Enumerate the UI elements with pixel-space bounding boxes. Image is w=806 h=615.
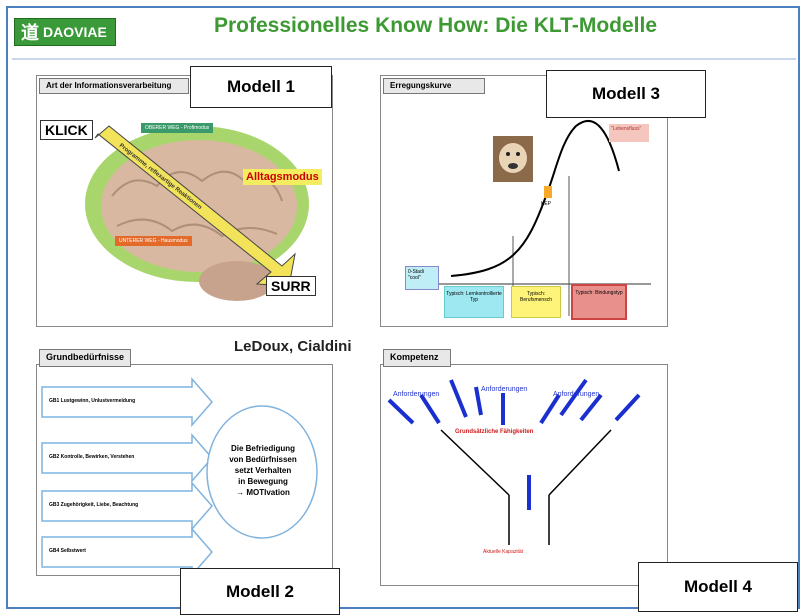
anforderungen-right: Anforderungen [553, 391, 600, 398]
page-title: Professionelles Know How: Die KLT-Modell… [214, 14, 657, 37]
need-arrow-1 [41, 376, 213, 428]
need-item-2: GB2 Kontrolle, Bewirken, Verstehen [49, 454, 135, 460]
motivation-line: Die Befriedigung [230, 444, 295, 453]
logo-text: DAOVIAE [43, 24, 107, 40]
dog-face [499, 143, 527, 173]
motivation-line: in Bewegung [238, 477, 288, 486]
unterer-weg-label: UNTERER WEG - Hausmodus [115, 236, 192, 246]
funnel-right [548, 429, 612, 496]
demand-arrow [474, 386, 483, 416]
surr-label: SURR [266, 276, 316, 296]
arousal-curve [450, 119, 620, 277]
demand-arrow [387, 398, 415, 425]
modell-4-label: Modell 4 [638, 562, 798, 612]
aktuelle-kapazitaet: Aktuelle Kapazität [483, 549, 524, 555]
demand-arrows [387, 378, 641, 510]
need-item-3: GB3 Zugehörigkeit, Liebe, Beachtung [49, 502, 139, 508]
start-box: 0-Stadi "cool" [405, 266, 439, 290]
panel-grundbeduerfnisse: Grundbedürfnisse GB1 Lustgewinn, Unlustv… [36, 349, 333, 576]
authors-label: LeDoux, Cialdini [234, 338, 352, 355]
zone-bindungstyp: Typisch: Bindungstyp [571, 284, 627, 320]
need-item-4: GB4 Selbstwert [49, 548, 86, 554]
funnel-left [440, 429, 510, 496]
brain-cerebellum [199, 261, 275, 301]
need-arrow-4 [41, 526, 213, 575]
header-divider [12, 58, 796, 60]
modell-1-label: Modell 1 [190, 66, 332, 108]
demand-arrow [449, 379, 468, 418]
demand-arrow [419, 393, 441, 425]
needs-diagram [41, 376, 318, 575]
motivation-circle [206, 405, 318, 539]
tab-informationsverarbeitung: Art der Informationsverarbeitung [39, 78, 189, 94]
demand-arrow [614, 393, 641, 422]
demand-arrow [539, 393, 561, 425]
lebensfluss-box: "Lebensfluss" [609, 124, 649, 142]
tab-kompetenz: Kompetenz [383, 349, 451, 367]
alltagsmodus-label: Alltagsmodus [243, 169, 322, 185]
dog-nose [508, 163, 518, 169]
need-arrow-3 [41, 480, 213, 532]
tab-erregungskurve: Erregungskurve [383, 78, 485, 94]
logo-glyph: 道 [21, 23, 39, 43]
anforderungen-center: Anforderungen [481, 386, 528, 393]
modell-3-label: Modell 3 [546, 70, 706, 118]
zone-berufsmensch: Typisch: Berufsmensch [511, 286, 561, 318]
motivation-line: setzt Verhalten [234, 466, 292, 475]
motivation-line: von Bedürfnissen [229, 455, 297, 464]
kep-marker [544, 186, 552, 198]
daoviae-logo: 道 DAOVIAE [14, 18, 116, 46]
dog-eye [506, 152, 510, 156]
motivation-line: → MOTIvation [236, 488, 290, 497]
need-item-1: GB1 Lustgewinn, Unlustvermeidung [49, 398, 136, 404]
tab-grundbeduerfnisse: Grundbedürfnisse [39, 349, 131, 367]
competence-diagram [387, 378, 641, 545]
grundsaetzliche-faehigkeiten: Grundsätzliche Fähigkeiten [455, 429, 534, 435]
demand-arrow [579, 393, 603, 422]
zone-lernkontrolliert: Typisch: Lernkontrollierte Typ [444, 286, 504, 318]
need-arrow-2 [41, 432, 213, 484]
demand-arrow [559, 378, 588, 417]
anforderungen-left: Anforderungen [393, 391, 440, 398]
klick-label: KLICK [40, 120, 93, 140]
oberer-weg-label: OBERER WEG - Profimodus [141, 123, 214, 133]
panel-kompetenz: Kompetenz Anforderungen Anforderungen An… [380, 349, 668, 586]
kep-label: KEP [541, 201, 552, 207]
dog-eye [516, 152, 520, 156]
arousal-curve-diagram [421, 119, 651, 316]
modell-2-label: Modell 2 [180, 568, 340, 615]
panel-informationsverarbeitung: Programme, reflexartige Reaktionen Art d… [36, 75, 333, 327]
brain-fold [116, 218, 278, 238]
motivation-text: Die Befriedigung von Bedürfnissen setzt … [211, 443, 315, 498]
